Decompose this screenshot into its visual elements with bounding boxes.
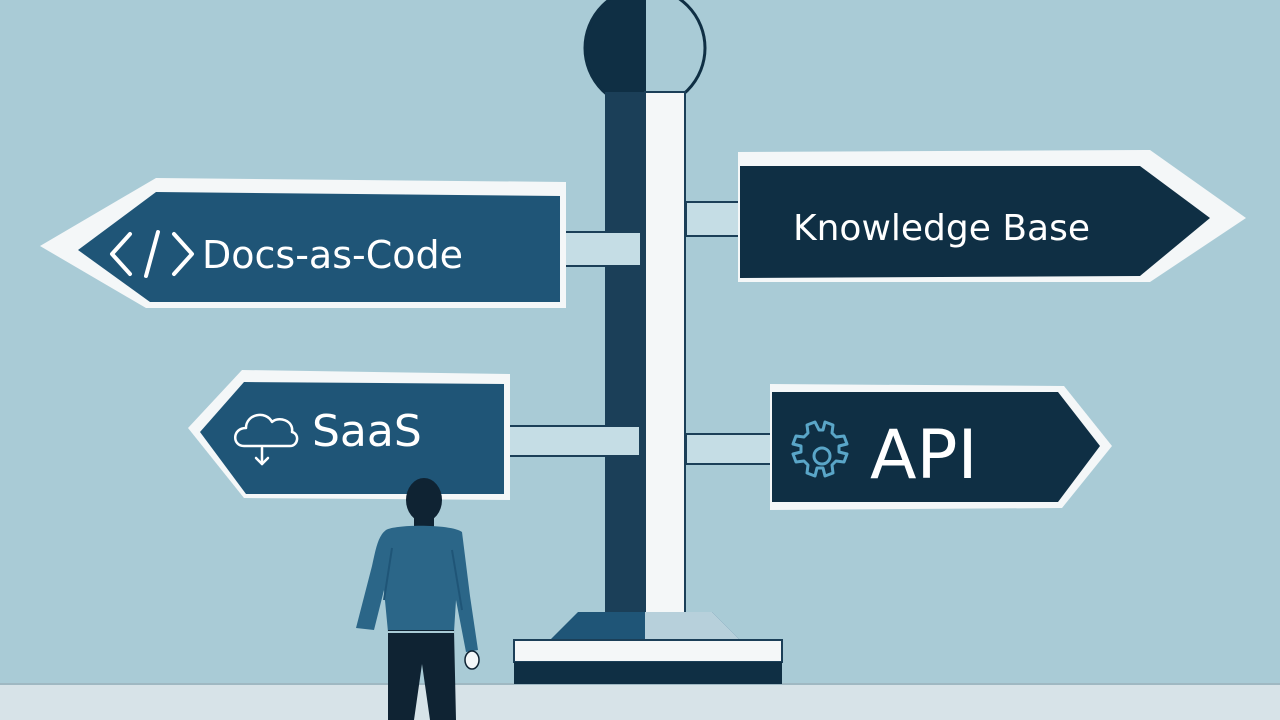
api-label: API bbox=[870, 416, 978, 495]
sign-knowledge-base: Knowledge Base bbox=[738, 150, 1246, 282]
knowledge-base-label: Knowledge Base bbox=[793, 208, 1090, 249]
sign-api: API bbox=[770, 384, 1112, 510]
saas-label: SaaS bbox=[312, 406, 422, 457]
gear-icon bbox=[791, 420, 849, 478]
pole-base bbox=[513, 612, 783, 684]
pole-top-ball bbox=[583, 0, 707, 110]
sign-saas: SaaS bbox=[188, 370, 510, 500]
docs-as-code-label: Docs-as-Code bbox=[202, 233, 463, 277]
cloud-icon bbox=[234, 413, 299, 466]
sign-docs-as-code: Docs-as-Code bbox=[40, 178, 566, 308]
person-figure bbox=[356, 478, 480, 720]
code-brackets-icon bbox=[110, 230, 194, 278]
ground-strip bbox=[0, 684, 1280, 720]
signpost-pole bbox=[605, 91, 686, 633]
